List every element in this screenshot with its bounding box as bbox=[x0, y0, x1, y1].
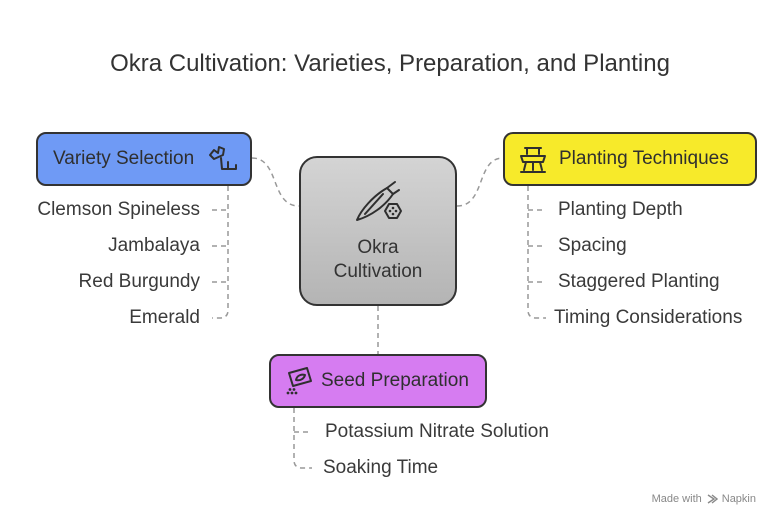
made-with-footer: Made with Napkin bbox=[652, 493, 756, 505]
planting-techniques-label: Planting Techniques bbox=[559, 148, 729, 169]
okra-cultivation-node: Okra Cultivation bbox=[299, 156, 457, 306]
seed-preparation-box: Seed Preparation bbox=[269, 354, 487, 408]
variety-item: Clemson Spineless bbox=[37, 199, 200, 220]
seed-item: Potassium Nitrate Solution bbox=[325, 421, 549, 442]
seed-item: Soaking Time bbox=[323, 457, 439, 478]
center-label-line1: Okra bbox=[357, 237, 399, 258]
hand-plant-icon bbox=[209, 146, 237, 170]
planting-item: Timing Considerations bbox=[554, 307, 743, 328]
planting-item: Staggered Planting bbox=[558, 271, 720, 292]
planting-item: Spacing bbox=[558, 235, 627, 256]
diagram-title: Okra Cultivation: Varieties, Preparation… bbox=[110, 50, 670, 77]
variety-selection-label: Variety Selection bbox=[53, 148, 195, 169]
variety-item: Red Burgundy bbox=[78, 271, 200, 292]
variety-item: Jambalaya bbox=[108, 235, 200, 256]
seed-packet-icon bbox=[286, 367, 312, 395]
napkin-logo-icon bbox=[707, 494, 718, 504]
center-label-line2: Cultivation bbox=[333, 261, 423, 282]
planting-item: Planting Depth bbox=[558, 199, 683, 220]
seed-preparation-label: Seed Preparation bbox=[321, 370, 469, 391]
seeder-icon bbox=[520, 147, 546, 173]
planting-techniques-box: Planting Techniques bbox=[503, 132, 757, 186]
okra-pod-icon bbox=[356, 181, 402, 221]
variety-selection-box: Variety Selection bbox=[36, 132, 252, 186]
footer-text: Made with bbox=[651, 493, 702, 505]
variety-item: Emerald bbox=[129, 307, 200, 328]
footer-brand: Napkin bbox=[721, 493, 756, 505]
